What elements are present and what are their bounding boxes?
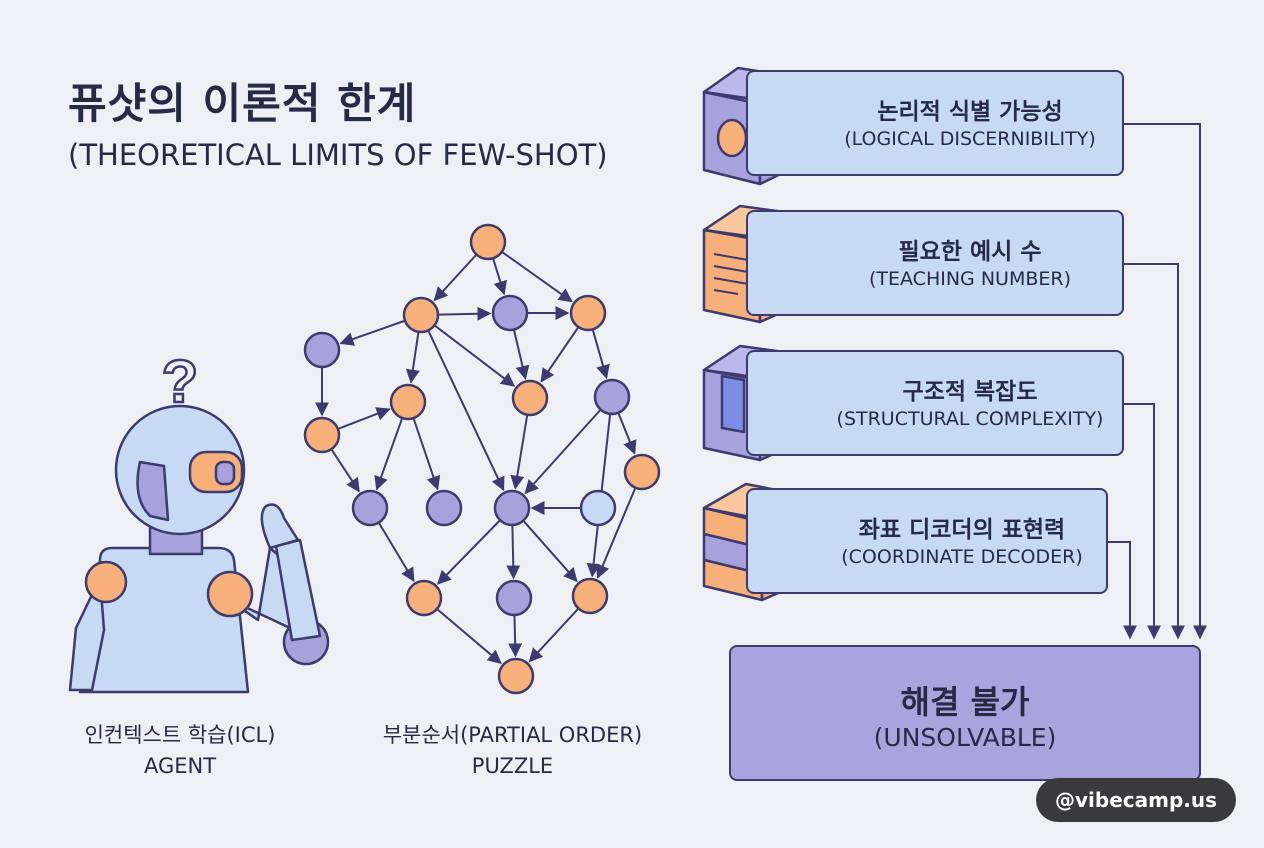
agent-caption-line2: AGENT	[143, 754, 217, 778]
graph-edge	[437, 520, 501, 585]
agent-forearm	[274, 538, 322, 642]
agent-left-arm	[68, 576, 106, 692]
graph-node	[495, 579, 533, 617]
graph-edge	[378, 522, 415, 583]
graph-node	[351, 489, 389, 527]
graph-edge	[374, 418, 403, 491]
factor-box-coordinate-decoder: 좌표 디코더의 표현력 (COORDINATE DECODER)	[746, 488, 1108, 594]
factor-title: 필요한 예시 수	[898, 239, 1042, 265]
connector-factor-3	[1124, 403, 1161, 640]
factor-title: 논리적 식별 가능성	[877, 99, 1063, 125]
graph-edge	[617, 413, 637, 455]
graph-node	[569, 294, 607, 332]
graph-edge	[331, 449, 360, 493]
graph-edge	[412, 418, 441, 491]
agent-ear	[136, 460, 170, 522]
graph-edge	[510, 415, 529, 490]
graph-node	[571, 577, 609, 615]
graph-nodes	[303, 223, 661, 695]
graph-edge	[434, 325, 516, 387]
factor-subtitle: (STRUCTURAL COMPLEXITY)	[836, 408, 1104, 430]
graph-edge	[338, 407, 391, 430]
graph-edge	[502, 251, 573, 303]
factor-box-logical-discernibility: 논리적 식별 가능성 (LOGICAL DISCERNIBILITY)	[746, 70, 1124, 176]
graph-edge	[596, 488, 636, 579]
graph-edge	[508, 615, 523, 658]
graph-edge	[437, 608, 502, 664]
graph-edge	[492, 258, 508, 296]
graph-node	[511, 379, 549, 417]
graph-node	[493, 489, 531, 527]
graph-edge	[513, 330, 530, 380]
puzzle-caption-line1: 부분순서(PARTIAL ORDER)	[382, 723, 643, 747]
puzzle-caption-line2: PUZZLE	[471, 754, 554, 778]
factor-title: 좌표 디코더의 표현력	[858, 517, 1066, 543]
graph-edge	[523, 520, 578, 583]
graph-edge	[427, 330, 505, 492]
graph-edge	[506, 525, 521, 580]
graph-node	[593, 378, 631, 416]
graph-edge	[339, 320, 405, 346]
graph-edge	[540, 327, 579, 383]
graph-edge	[438, 306, 492, 321]
page-subtitle: (THEORETICAL LIMITS OF FEW-SHOT)	[68, 138, 608, 172]
agent-visor-lens	[214, 460, 236, 486]
graph-edges	[315, 251, 637, 664]
result-subtitle: (UNSOLVABLE)	[873, 723, 1057, 752]
question-mark: ?	[162, 348, 199, 415]
connector-factor-2	[1124, 263, 1185, 640]
connector-factor-1	[1124, 123, 1207, 640]
connector-lines	[1108, 123, 1207, 640]
agent-right-shoulder	[206, 570, 254, 618]
factor-title: 구조적 복잡도	[902, 379, 1038, 405]
graph-node	[469, 223, 507, 261]
result-box-unsolvable: 해결 불가 (UNSOLVABLE)	[729, 645, 1201, 781]
graph-node	[405, 579, 443, 617]
factor-subtitle: (COORDINATE DECODER)	[841, 546, 1083, 568]
puzzle-caption: 부분순서(PARTIAL ORDER) PUZZLE	[345, 720, 680, 782]
graph-node	[303, 416, 341, 454]
graph-edge	[405, 332, 420, 384]
graph-node	[303, 331, 341, 369]
graph-node	[579, 489, 617, 527]
graph-node	[623, 453, 661, 491]
graph-node	[389, 383, 427, 421]
agent-left-shoulder	[84, 560, 128, 604]
agent-caption-line1: 인컨텍스트 학습(ICL)	[84, 723, 276, 747]
agent-hand	[260, 503, 300, 550]
factor-box-teaching-number: 필요한 예시 수 (TEACHING NUMBER)	[746, 210, 1124, 316]
watermark-badge: @vibecamp.us	[1036, 778, 1236, 822]
graph-edge	[524, 409, 601, 495]
graph-node	[497, 657, 535, 695]
result-title: 해결 불가	[900, 683, 1030, 721]
graph-edge	[528, 608, 579, 663]
agent-caption: 인컨텍스트 학습(ICL) AGENT	[40, 720, 320, 782]
graph-edge	[591, 330, 610, 380]
factor-box-structural-complexity: 구조적 복잡도 (STRUCTURAL COMPLEXITY)	[746, 350, 1124, 456]
agent-figure	[68, 404, 330, 694]
graph-node	[402, 296, 440, 334]
graph-edge	[433, 254, 477, 302]
page-title: 퓨샷의 이론적 한계	[68, 79, 417, 128]
factor-subtitle: (LOGICAL DISCERNIBILITY)	[844, 128, 1096, 150]
graph-node	[491, 294, 529, 332]
factor-subtitle: (TEACHING NUMBER)	[869, 268, 1071, 290]
connector-factor-4	[1108, 541, 1137, 640]
graph-node	[425, 489, 463, 527]
